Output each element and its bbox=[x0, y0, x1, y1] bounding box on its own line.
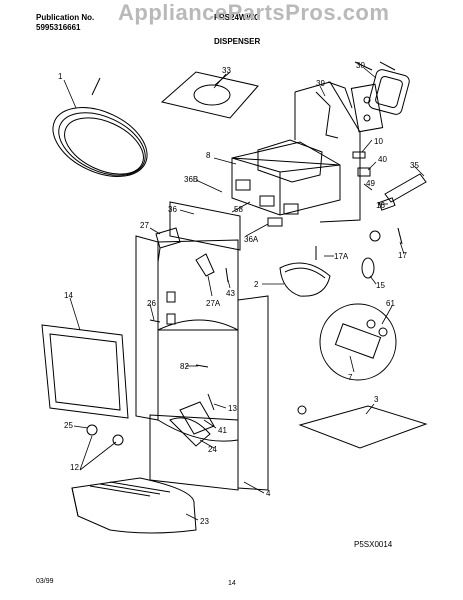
footer-date: 03/99 bbox=[36, 578, 54, 585]
part-plate bbox=[160, 71, 259, 119]
callout-82: 82 bbox=[180, 362, 189, 371]
callout-7: 7 bbox=[348, 373, 353, 382]
watermark: AppliancePartsPros.com bbox=[118, 0, 390, 25]
callout-30: 30 bbox=[356, 61, 365, 70]
callout-24: 24 bbox=[208, 445, 217, 454]
part-36a bbox=[267, 217, 283, 227]
callout-4: 4 bbox=[266, 489, 271, 498]
part-bottom-plate bbox=[297, 405, 428, 449]
callout-35: 35 bbox=[410, 161, 419, 170]
callout-36b: 36B bbox=[184, 175, 198, 184]
part-screw-82 bbox=[195, 364, 209, 368]
part-bracket bbox=[155, 227, 181, 263]
callout-16: 16 bbox=[376, 201, 385, 210]
callout-1: 1 bbox=[58, 72, 63, 81]
callout-25: 25 bbox=[64, 421, 73, 430]
model-number: FRS24WWG bbox=[214, 13, 261, 22]
section-title: DISPENSER bbox=[214, 37, 261, 46]
callout-2: 2 bbox=[254, 280, 259, 289]
callout-33: 33 bbox=[222, 66, 231, 75]
part-lever-assembly bbox=[169, 393, 215, 447]
callout-15: 15 bbox=[376, 281, 385, 290]
callout-3: 3 bbox=[374, 395, 379, 404]
part-door-frame bbox=[41, 324, 129, 419]
callout-26: 26 bbox=[147, 299, 156, 308]
callout-17: 17 bbox=[398, 251, 407, 260]
callout-23: 23 bbox=[200, 517, 209, 526]
callout-39: 39 bbox=[316, 79, 325, 88]
part-screw-26 bbox=[149, 319, 161, 323]
part-dispenser-housing bbox=[231, 81, 361, 223]
callout-27: 27 bbox=[140, 221, 149, 230]
callout-10: 10 bbox=[374, 137, 383, 146]
part-tubing-coil bbox=[52, 77, 148, 177]
callout-12: 12 bbox=[70, 463, 79, 472]
callout-8: 8 bbox=[206, 151, 211, 160]
part-front-panel bbox=[169, 201, 241, 251]
part-drip-tray bbox=[71, 477, 197, 534]
part-screw-43 bbox=[225, 267, 229, 283]
callout-49: 49 bbox=[366, 179, 375, 188]
callout-41: 41 bbox=[218, 426, 227, 435]
diagram-code: P5SX0014 bbox=[354, 540, 393, 549]
leader-lines bbox=[63, 67, 425, 521]
callout-58: 58 bbox=[234, 205, 243, 214]
callout-36a: 36A bbox=[244, 235, 259, 244]
part-funnel bbox=[279, 262, 331, 297]
callout-27a: 27A bbox=[206, 299, 221, 308]
callout-17a: 17A bbox=[334, 252, 349, 261]
callout-36: 36 bbox=[168, 205, 177, 214]
part-detail-circle bbox=[319, 303, 397, 381]
part-small-fittings bbox=[315, 151, 427, 279]
callout-43: 43 bbox=[226, 289, 235, 298]
callout-13: 13 bbox=[228, 404, 237, 413]
callout-61: 61 bbox=[386, 299, 395, 308]
publication-number: 5995316661 bbox=[36, 23, 81, 32]
part-spring-wire bbox=[315, 91, 339, 139]
publication-label: Publication No. bbox=[36, 13, 95, 22]
callout-labels: 1 33 39 30 8 36B 58 36 27 36A 10 40 35 1… bbox=[58, 61, 419, 526]
callout-14: 14 bbox=[64, 291, 73, 300]
part-clips bbox=[86, 424, 124, 446]
callout-40: 40 bbox=[378, 155, 387, 164]
part-dispenser-body bbox=[135, 235, 269, 491]
page-number: 14 bbox=[228, 580, 236, 587]
part-water-valve bbox=[327, 61, 410, 133]
part-27a bbox=[195, 253, 215, 277]
